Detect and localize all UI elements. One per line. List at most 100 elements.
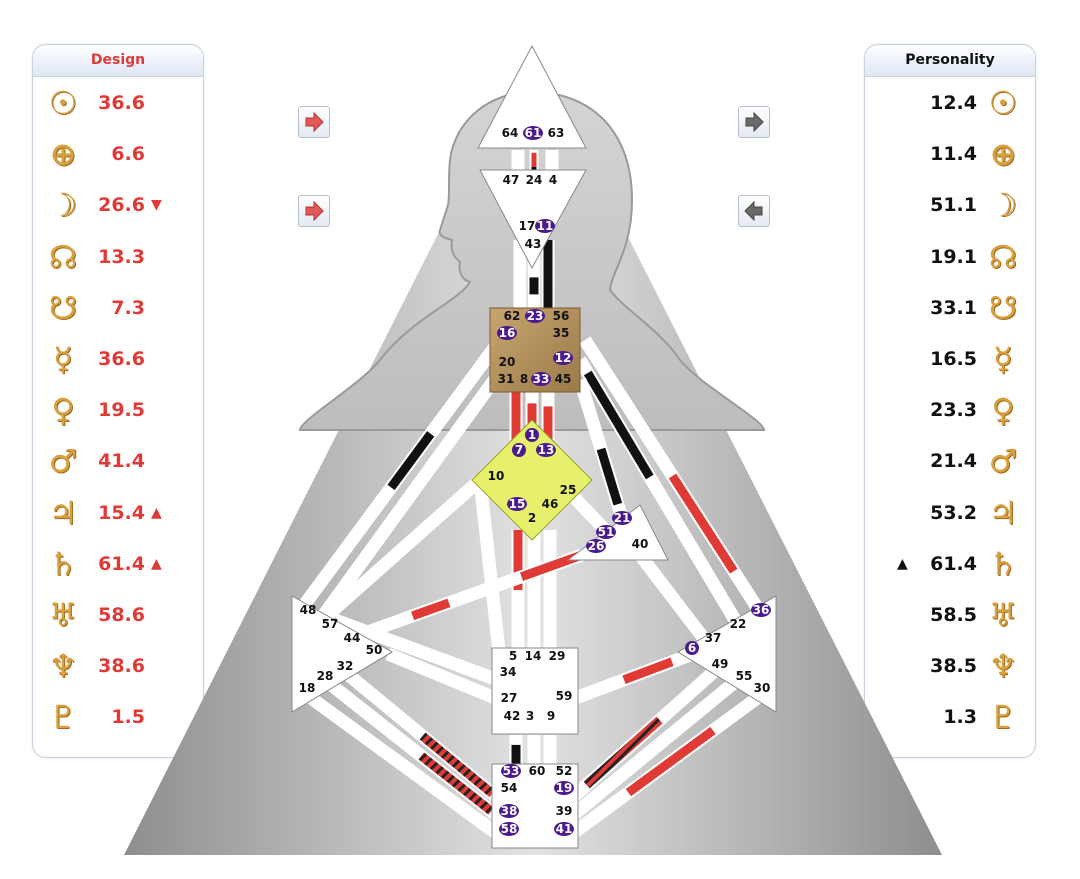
active-gate-marker: [499, 822, 519, 836]
active-gate-marker: [612, 511, 632, 525]
south-node-icon: ☋: [48, 288, 78, 327]
gate-label: 48: [300, 603, 317, 617]
active-gate-marker: [523, 126, 543, 140]
moon-icon: ☽: [988, 186, 1018, 225]
neptune-icon: ♆: [48, 647, 78, 686]
gate-1: 1: [525, 428, 539, 442]
active-gate-marker: [536, 443, 556, 457]
design-row-mars: ♂41.4: [43, 438, 203, 484]
personality-marker: ▲: [897, 555, 908, 572]
personality-title: Personality: [865, 45, 1035, 77]
design-row-south-node: ☋7.3: [43, 285, 203, 331]
active-gate-marker: [531, 372, 551, 386]
gate-label: 6: [688, 641, 696, 655]
personality-value: 21.4: [930, 450, 977, 473]
active-gate-marker: [751, 603, 771, 617]
personality-value: 23.3: [930, 399, 977, 422]
gate-label: 32: [337, 659, 354, 673]
gate-label: 54: [501, 781, 518, 795]
gate-label: 3: [526, 709, 534, 723]
design-row-pluto: ♇1.5: [43, 694, 203, 740]
gate-label: 33: [533, 372, 550, 386]
channel-45-21: [573, 378, 629, 520]
gate-39: 39: [556, 804, 573, 818]
gate-2: 2: [528, 511, 536, 525]
design-value: 36.6: [98, 348, 145, 370]
gate-label: 14: [525, 649, 542, 663]
solar-plexus-center: [677, 595, 777, 713]
personality-next-button[interactable]: [738, 106, 770, 138]
gate-26: 26: [586, 539, 606, 553]
active-gate-marker: [507, 497, 527, 511]
design-row-neptune: ♆38.6: [43, 643, 203, 689]
gate-36: 36: [751, 603, 771, 617]
channel-30-41: [568, 690, 764, 840]
gate-23: 23: [525, 309, 545, 323]
personality-value: 16.5: [930, 348, 977, 370]
gate-33: 33: [531, 372, 551, 386]
gate-label: 15: [509, 497, 526, 511]
gray-arrow-left-icon: [744, 200, 763, 222]
design-title: Design: [33, 45, 203, 77]
design-marker: ▲: [151, 555, 162, 572]
design-prev-button[interactable]: [298, 195, 330, 227]
north-node-icon: ☊: [988, 237, 1018, 276]
gate-10: 10: [488, 469, 505, 483]
gate-label: 55: [736, 669, 753, 683]
design-value: 15.4: [98, 501, 145, 524]
gate-label: 37: [705, 631, 722, 645]
channel-28-38: [320, 674, 505, 824]
gate-label: 39: [556, 804, 573, 818]
active-gate-marker: [501, 764, 521, 778]
personality-row-earth: 11.4⊕: [865, 131, 1023, 177]
gate-53: 53: [501, 764, 521, 778]
gate-label: 49: [712, 657, 729, 671]
channel-50-27: [385, 647, 503, 707]
gate-label: 18: [299, 681, 316, 695]
gate-label: 5: [509, 649, 517, 663]
mercury-icon: ☿: [993, 340, 1013, 378]
gate-label: 31: [498, 372, 515, 386]
gate-29: 29: [549, 649, 566, 663]
design-value: 19.5: [98, 399, 145, 422]
channel-32-54: [340, 666, 505, 806]
channel-12-22: [574, 356, 741, 624]
north-node-icon: ☊: [48, 237, 78, 276]
red-arrow-right-icon: [305, 200, 324, 222]
gate-13: 13: [536, 443, 556, 457]
channel-59-6: [567, 648, 693, 707]
gate-56: 56: [553, 309, 570, 323]
design-value: 6.6: [111, 143, 145, 166]
personality-value: 53.2: [930, 501, 977, 524]
mars-icon: ♂: [48, 442, 78, 481]
design-row-jupiter: ♃15.4▲: [43, 490, 203, 536]
active-gate-marker: [685, 641, 699, 655]
gate-61: 61: [523, 126, 543, 140]
gray-arrow-right-icon: [745, 111, 764, 133]
design-next-button[interactable]: [298, 106, 330, 138]
design-row-earth: ⊕6.6: [43, 131, 203, 177]
gate-38: 38: [499, 804, 519, 818]
gate-label: 47: [503, 173, 520, 187]
active-gate-marker: [499, 804, 519, 818]
gate-31: 31: [498, 372, 515, 386]
personality-row-mars: 21.4♂: [865, 438, 1023, 484]
gate-label: 7: [515, 443, 523, 457]
active-gate-marker: [525, 309, 545, 323]
gate-label: 20: [499, 355, 516, 369]
gate-17: 17: [519, 219, 536, 233]
design-row-moon: ☽26.6▼: [43, 182, 203, 228]
personality-prev-button[interactable]: [738, 195, 770, 227]
heart-center: [566, 504, 669, 561]
personality-row-neptune: 38.5♆: [865, 643, 1023, 689]
gate-49: 49: [712, 657, 729, 671]
gate-label: 53: [503, 764, 520, 778]
gate-42: 42: [504, 709, 521, 723]
channel-25-51: [567, 490, 610, 535]
gate-4: 4: [549, 173, 557, 187]
gate-34: 34: [500, 665, 517, 679]
uranus-icon: ♅: [988, 596, 1018, 634]
g-center: [471, 419, 593, 541]
channel-40-37: [634, 551, 711, 644]
channel-57-34: [332, 613, 501, 687]
